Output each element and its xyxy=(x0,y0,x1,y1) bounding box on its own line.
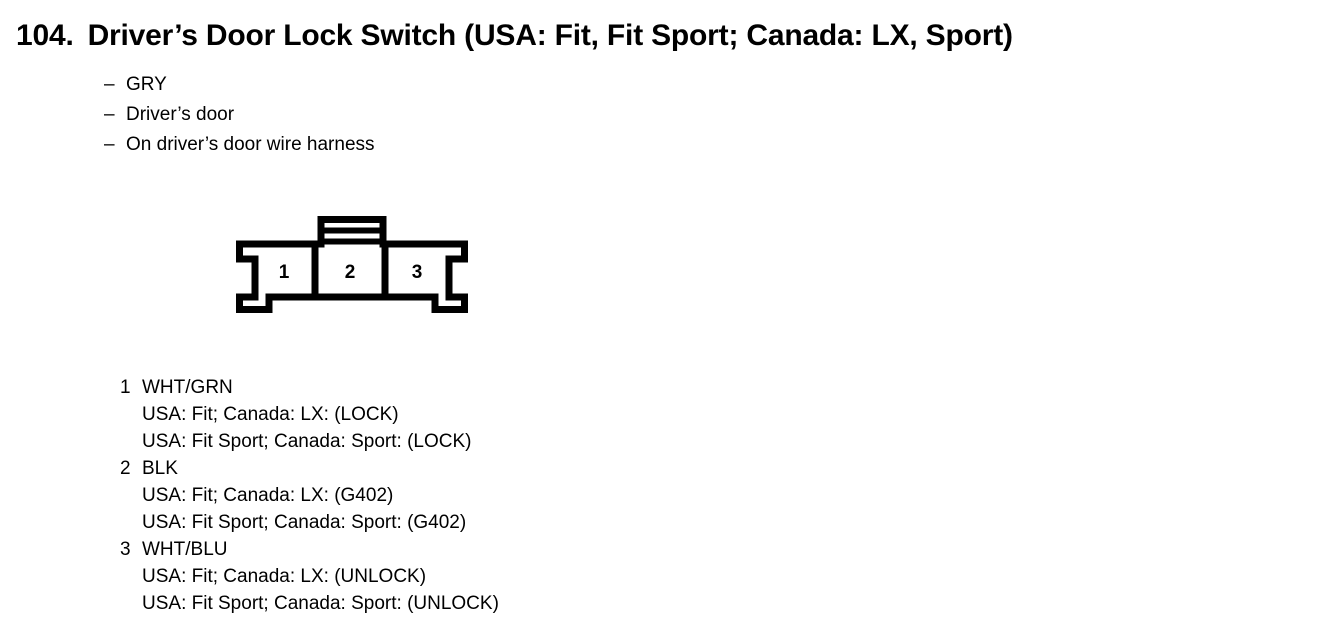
pin-header: 2 BLK xyxy=(120,455,499,482)
note-dash-icon: – xyxy=(104,104,115,125)
pin-wire-color: BLK xyxy=(142,458,178,479)
connector-pin-number-1: 1 xyxy=(279,262,290,283)
note-item: –Driver’s door xyxy=(104,100,375,130)
connector-pin-number-2: 2 xyxy=(345,262,356,283)
page-title: 104. Driver’s Door Lock Switch (USA: Fit,… xyxy=(16,19,1013,53)
note-label: GRY xyxy=(126,74,167,95)
note-label: On driver’s door wire harness xyxy=(126,134,375,155)
pin-detail-line: USA: Fit Sport; Canada: Sport: (UNLOCK) xyxy=(142,593,499,614)
pin-entry: 1 WHT/GRN USA: Fit; Canada: LX: (LOCK) US… xyxy=(120,374,499,455)
note-dash-icon: – xyxy=(104,134,115,155)
pin-wire-color: WHT/BLU xyxy=(142,539,228,560)
pin-header: 1 WHT/GRN xyxy=(120,374,499,401)
pin-entry: 2 BLK USA: Fit; Canada: LX: (G402) USA: F… xyxy=(120,455,499,536)
pin-header: 3 WHT/BLU xyxy=(120,536,499,563)
pin-index: 3 xyxy=(120,539,131,560)
pin-detail-line: USA: Fit Sport; Canada: Sport: (G402) xyxy=(142,512,467,533)
pin-detail-line: USA: Fit; Canada: LX: (G402) xyxy=(142,485,394,506)
pin-index: 1 xyxy=(120,377,131,398)
notes-list: –GRY –Driver’s door –On driver’s door wi… xyxy=(104,70,375,160)
page-title-text: Driver’s Door Lock Switch (USA: Fit, Fit… xyxy=(87,19,1013,52)
pin-index: 2 xyxy=(120,458,131,479)
note-item: –On driver’s door wire harness xyxy=(104,130,375,160)
page-title-number: 104. xyxy=(16,19,74,52)
pin-detail-line: USA: Fit Sport; Canada: Sport: (LOCK) xyxy=(142,431,472,452)
pin-detail-line: USA: Fit; Canada: LX: (LOCK) xyxy=(142,404,399,425)
note-item: –GRY xyxy=(104,70,375,100)
connector-diagram: 1 2 3 xyxy=(236,216,468,316)
pin-detail-line: USA: Fit; Canada: LX: (UNLOCK) xyxy=(142,566,427,587)
pin-description-list: 1 WHT/GRN USA: Fit; Canada: LX: (LOCK) US… xyxy=(120,374,499,617)
connector-pin-number-3: 3 xyxy=(412,262,423,283)
note-label: Driver’s door xyxy=(126,104,235,125)
pin-wire-color: WHT/GRN xyxy=(142,377,233,398)
note-dash-icon: – xyxy=(104,74,115,95)
